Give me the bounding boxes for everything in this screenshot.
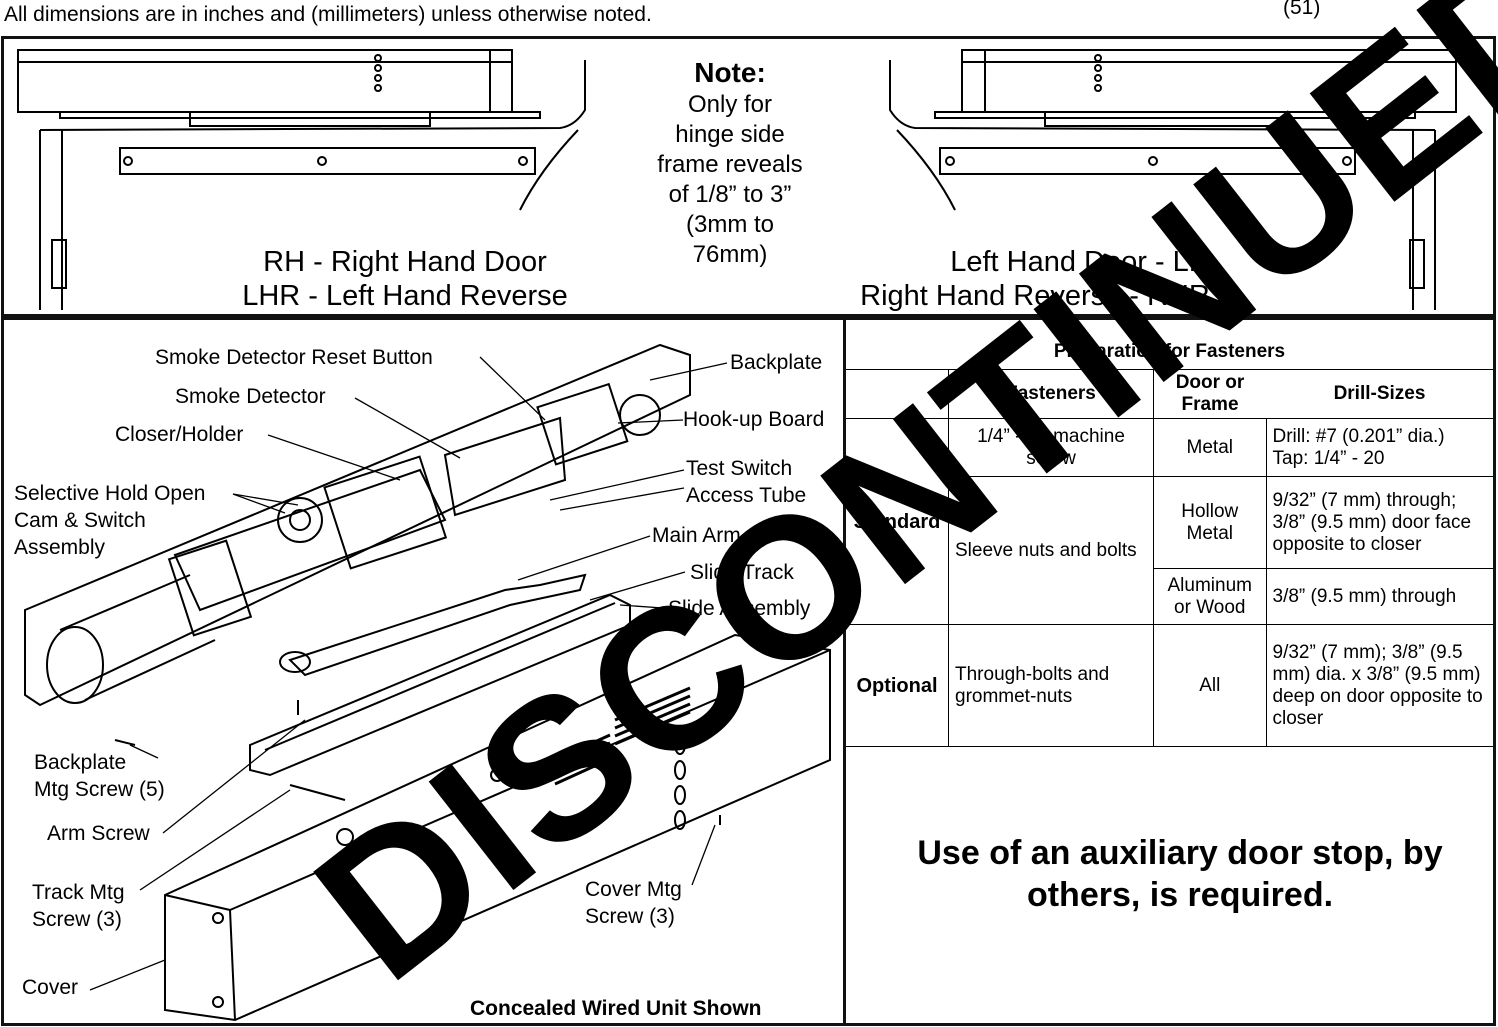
row-label-optional: Optional [846,624,949,747]
handing-panel [1,36,1496,317]
exploded-view-panel [1,317,1496,1026]
note-line: (3mm to [685,211,774,238]
cell-drill: Drill: #7 (0.201” dia.) Tap: 1/4” - 20 [1265,418,1493,477]
label-closer-holder: Closer/Holder [115,423,244,446]
partial-dimension: (51) [1283,0,1321,19]
note-line: of 1/8” to 3” [668,181,792,208]
table-title: Preparation for Fasteners [846,335,1493,370]
label-test-switch: Test Switch [686,457,793,480]
note-line: Only for [687,91,773,118]
label-selective-2: Cam & Switch [14,509,146,532]
label-main-arm: Main Arm [652,524,741,547]
label-slide-track: Slide Track [690,561,794,584]
cell-fastener: Sleeve nuts and bolts [948,476,1154,625]
table-header-drill: Drill-Sizes [1266,369,1493,419]
cell-fastener: 1/4” - 20 machine screw [948,418,1154,477]
label-cover: Cover [22,976,79,999]
cell-material: Hollow Metal [1153,476,1267,569]
right-hand-door-label: RH - Right Hand Door LHR - Left Hand Rev… [165,245,645,313]
drill-line: Tap: 1/4” - 20 [1272,447,1385,469]
drawing-caption: Concealed Wired Unit Shown [470,997,762,1020]
right-hand-line: RH - Right Hand Door [263,246,547,278]
label-smoke-detector: Smoke Detector [175,385,326,408]
note-line: 76mm) [692,241,768,268]
label-track-screw-1: Track Mtg [32,881,125,904]
label-selective-3: Assembly [14,536,106,559]
dimensions-note: All dimensions are in inches and (millim… [4,3,652,26]
row-label-standard: Standard [846,418,949,625]
note-line: hinge side [675,121,785,148]
right-hand-door-drawing [17,49,586,310]
label-cover-screw-1: Cover Mtg [585,878,682,901]
drill-line: Drill: #7 (0.201” dia.) [1272,425,1445,447]
cell-material: Aluminum or Wood [1153,568,1267,625]
table-header-material: Door or Frame [1153,369,1266,419]
note-title: Note: [694,57,766,88]
left-hand-line: Left Hand Door - LH [950,246,1210,278]
label-smoke-reset: Smoke Detector Reset Button [155,346,433,369]
right-hand-reverse-line: Right Hand Reverse - RHR [860,280,1210,312]
label-slide-assembly: Slide Assembly [668,597,811,620]
label-backplate-screw-2: Mtg Screw (5) [34,778,165,801]
label-selective-1: Selective Hold Open [14,482,206,505]
label-backplate: Backplate [730,351,823,374]
label-arm-screw: Arm Screw [47,822,150,845]
label-access-tube: Access Tube [686,484,807,507]
label-cover-screw-2: Screw (3) [585,905,675,928]
label-hookup-board: Hook-up Board [683,408,825,431]
cell-drill: 9/32” (7 mm) through; 3/8” (9.5 mm) door… [1265,476,1493,569]
cell-drill: 3/8” (9.5 mm) through [1265,568,1493,625]
cell-material: All [1153,624,1267,747]
left-hand-reverse-line: LHR - Left Hand Reverse [242,280,568,312]
panel-divider [843,317,846,1026]
table-header-empty [846,369,949,419]
cell-material: Metal [1153,418,1267,477]
label-track-screw-2: Screw (3) [32,908,122,931]
left-hand-door-label: Left Hand Door - LH Right Hand Reverse -… [845,245,1225,313]
cell-drill: 9/32” (7 mm); 3/8” (9.5 mm) dia. x 3/8” … [1265,624,1493,747]
fastener-preparation-table: Preparation for Fasteners Fasteners Door… [846,335,1493,747]
exploded-view-drawing [24,343,831,1022]
note-line: frame reveals [657,151,803,178]
door-stop-requirement: Use of an auxiliary door stop, by others… [917,834,1443,914]
label-backplate-screw-1: Backplate [34,751,127,774]
table-header-fasteners: Fasteners [948,369,1154,419]
left-hand-door-drawing [889,49,1457,310]
cell-fastener: Through-bolts and grommet-nuts [948,624,1154,747]
reveal-note: Note: Only for hinge side frame reveals … [640,58,820,270]
